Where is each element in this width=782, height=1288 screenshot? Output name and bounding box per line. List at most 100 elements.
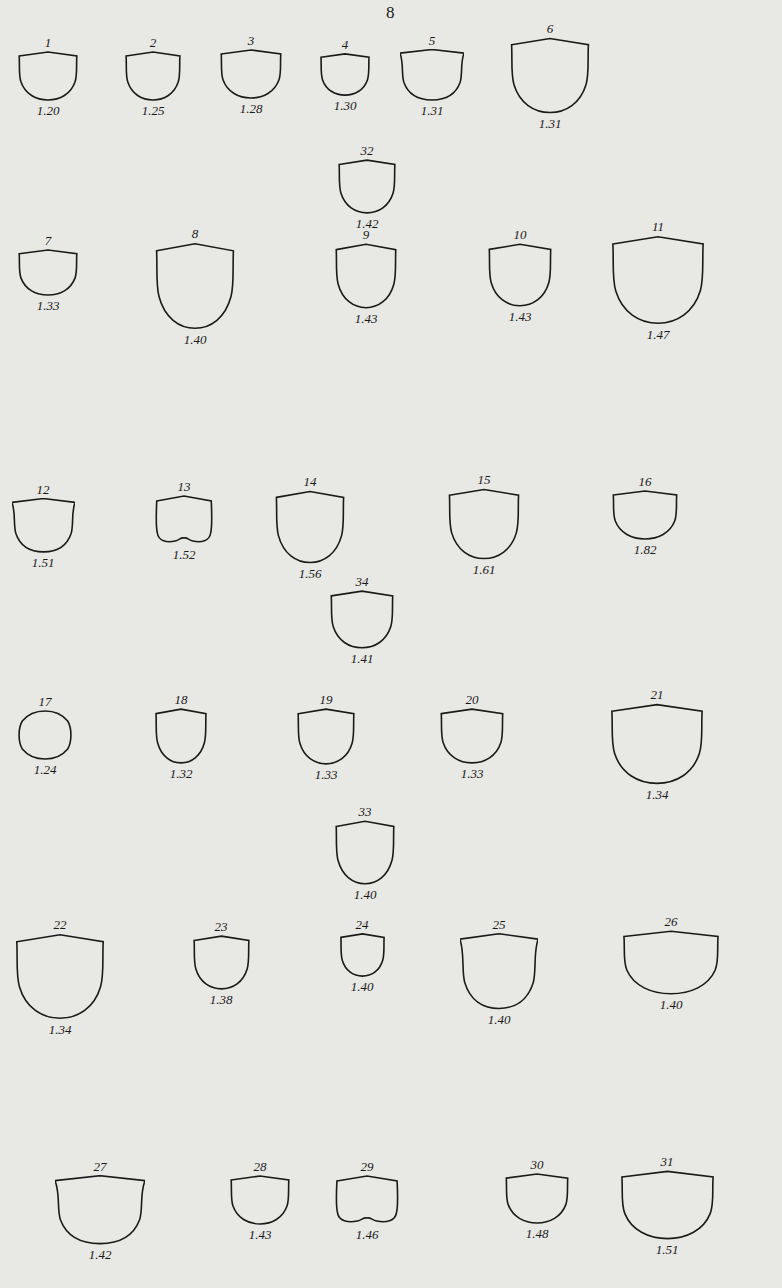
figure-number: 29 — [361, 1160, 374, 1174]
outline-shape — [340, 933, 385, 977]
outline-shape — [448, 488, 520, 560]
specimen-outline: 331.40 — [335, 805, 395, 902]
figure-number: 1 — [45, 36, 52, 50]
ratio-value: 1.34 — [49, 1023, 72, 1037]
specimen-outline: 281.43 — [230, 1160, 290, 1242]
specimen-outline: 61.31 — [510, 22, 590, 131]
specimen-outline: 191.33 — [297, 693, 355, 782]
outline-shape — [510, 37, 590, 114]
outline-path — [19, 52, 77, 100]
figure-number: 3 — [248, 34, 255, 48]
outline-path — [156, 709, 206, 763]
outline-path — [336, 821, 394, 883]
outline-shape — [335, 1175, 399, 1225]
outline-shape — [488, 243, 552, 307]
page-number: 8 — [386, 3, 395, 23]
figure-number: 10 — [514, 228, 527, 242]
ratio-value: 1.33 — [37, 299, 60, 313]
outline-path — [55, 1176, 145, 1244]
figure-number: 14 — [304, 475, 317, 489]
specimen-outline: 211.34 — [610, 688, 704, 802]
outline-path — [449, 489, 518, 558]
outline-path — [441, 709, 502, 763]
figure-number: 18 — [175, 693, 188, 707]
specimen-outline: 321.42 — [338, 144, 396, 231]
figure-number: 24 — [356, 918, 369, 932]
outline-path — [331, 591, 392, 648]
specimen-outline: 201.33 — [440, 693, 504, 781]
specimen-outline: 181.32 — [155, 693, 207, 781]
specimen-outline: 311.51 — [620, 1155, 715, 1257]
specimen-outline: 161.82 — [612, 475, 678, 557]
figure-number: 22 — [54, 918, 67, 932]
figure-number: 27 — [94, 1160, 107, 1174]
specimen-outline: 21.25 — [125, 36, 181, 118]
ratio-value: 1.41 — [351, 652, 374, 666]
ratio-value: 1.40 — [184, 333, 207, 347]
ratio-value: 1.51 — [32, 556, 55, 570]
ratio-value: 1.33 — [315, 768, 338, 782]
ratio-value: 1.43 — [509, 310, 532, 324]
specimen-outline: 231.38 — [193, 920, 250, 1007]
outline-shape — [320, 53, 370, 96]
figure-number: 21 — [651, 688, 664, 702]
outline-shape — [330, 590, 394, 649]
outline-path — [19, 250, 77, 295]
outline-path — [624, 931, 718, 993]
figure-number: 8 — [192, 227, 199, 241]
outline-shape — [275, 490, 345, 564]
outline-shape — [155, 242, 235, 330]
ratio-value: 1.43 — [249, 1228, 272, 1242]
ratio-value: 1.61 — [473, 563, 496, 577]
ratio-value: 1.40 — [354, 888, 377, 902]
outline-shape — [622, 930, 720, 995]
outline-path — [231, 1176, 289, 1224]
figure-number: 15 — [478, 473, 491, 487]
outline-shape — [230, 1175, 290, 1225]
figure-number: 7 — [45, 234, 52, 248]
outline-shape — [505, 1173, 569, 1224]
outline-path — [321, 54, 369, 95]
figure-number: 30 — [531, 1158, 544, 1172]
ratio-value: 1.28 — [240, 102, 263, 116]
specimen-outline: 41.30 — [320, 38, 370, 113]
outline-path — [12, 499, 75, 552]
outline-shape — [612, 490, 678, 540]
ratio-value: 1.48 — [526, 1227, 549, 1241]
outline-shape — [610, 703, 704, 785]
ratio-value: 1.34 — [646, 788, 669, 802]
figure-number: 17 — [39, 695, 52, 709]
outline-path — [612, 705, 702, 784]
outline-path — [460, 934, 538, 1009]
figure-number: 23 — [215, 920, 228, 934]
outline-path — [194, 936, 249, 989]
outline-shape — [335, 820, 395, 885]
ratio-value: 1.56 — [299, 567, 322, 581]
figure-number: 28 — [254, 1160, 267, 1174]
outline-path — [298, 709, 354, 764]
ratio-value: 1.25 — [142, 104, 165, 118]
figure-number: 16 — [639, 475, 652, 489]
specimen-outline: 81.40 — [155, 227, 235, 347]
specimen-outline: 251.40 — [460, 918, 538, 1027]
specimen-outline: 31.28 — [220, 34, 282, 116]
outline-path — [221, 50, 281, 98]
outline-path — [156, 496, 212, 542]
figure-number: 12 — [37, 483, 50, 497]
specimen-outline: 301.48 — [505, 1158, 569, 1241]
outline-shape — [335, 243, 397, 309]
specimen-outline: 71.33 — [18, 234, 78, 313]
specimen-outline: 111.47 — [611, 220, 705, 342]
outline-shape — [220, 49, 282, 99]
outline-path — [340, 934, 383, 976]
outline-path — [613, 491, 676, 539]
figure-number: 32 — [361, 144, 374, 158]
specimen-outline: 241.40 — [340, 918, 385, 994]
outline-shape — [338, 159, 396, 214]
figure-number: 34 — [356, 575, 369, 589]
specimen-outline: 141.56 — [275, 475, 345, 581]
ratio-value: 1.38 — [210, 993, 233, 1007]
ratio-value: 1.52 — [173, 548, 196, 562]
specimen-outline: 221.34 — [15, 918, 105, 1037]
outline-path — [400, 50, 464, 100]
